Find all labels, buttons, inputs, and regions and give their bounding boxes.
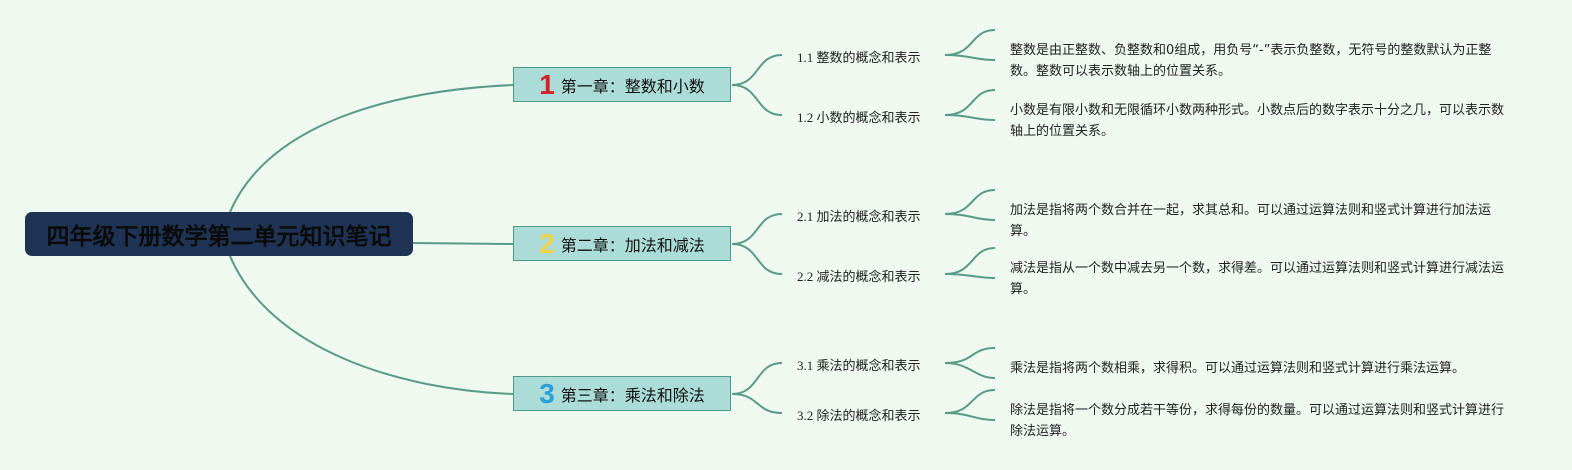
section-to-desc (944, 189, 996, 221)
chapter-title: 第一章：整数和小数 (560, 76, 705, 96)
section-to-desc (944, 247, 996, 279)
chapter-number-icon: 3 (539, 377, 555, 409)
root-node[interactable]: 四年级下册数学第二单元知识笔记 (25, 212, 413, 256)
root-title: 四年级下册数学第二单元知识笔记 (46, 224, 392, 250)
section-label[interactable]: 1.2 小数的概念和表示 (797, 110, 921, 125)
chapter-to-section (731, 54, 783, 86)
root-to-ch2 (412, 242, 514, 245)
section-description: 整数是由正整数、负整数和0组成，用负号“-”表示负整数，无符号的整数默认为正整数… (1010, 43, 1492, 79)
root-to-ch1 (229, 84, 514, 213)
section-to-desc (944, 29, 996, 61)
chapter-title: 第二章：加法和减法 (560, 235, 705, 255)
chapter-to-section (731, 393, 783, 414)
chapter-title: 第三章：乘法和除法 (560, 385, 705, 405)
chapter-number-icon: 2 (539, 227, 555, 259)
chapter-to-section (731, 213, 783, 245)
section-description: 乘法是指将两个数相乘，求得积。可以通过运算法则和竖式计算进行乘法运算。 (1010, 361, 1466, 376)
section-to-desc (944, 89, 996, 121)
section-description: 除法是指将一个数分成若干等份，求得每份的数量。可以通过运算法则和竖式计算进行除法… (1010, 403, 1505, 439)
root-to-ch3 (229, 255, 514, 395)
chapter-to-section (731, 84, 783, 116)
section-description: 减法是指从一个数中减去另一个数，求得差。可以通过运算法则和竖式计算进行减法运算。 (1010, 261, 1505, 297)
section-description: 加法是指将两个数合并在一起，求其总和。可以通过运算法则和竖式计算进行加法运算。 (1010, 203, 1492, 239)
section-label[interactable]: 2.2 减法的概念和表示 (797, 269, 921, 284)
chapter-to-section (731, 243, 783, 275)
chapter-to-section (731, 362, 783, 395)
section-to-desc (944, 389, 996, 421)
section-label[interactable]: 3.1 乘法的概念和表示 (797, 358, 921, 373)
section-label[interactable]: 1.1 整数的概念和表示 (797, 50, 921, 65)
section-label[interactable]: 3.2 除法的概念和表示 (797, 408, 921, 423)
section-to-desc (944, 347, 996, 379)
section-description: 小数是有限小数和无限循环小数两种形式。小数点后的数字表示十分之几，可以表示数轴上… (1010, 103, 1505, 139)
chapter-number-icon: 1 (539, 68, 555, 100)
section-label[interactable]: 2.1 加法的概念和表示 (797, 209, 921, 224)
